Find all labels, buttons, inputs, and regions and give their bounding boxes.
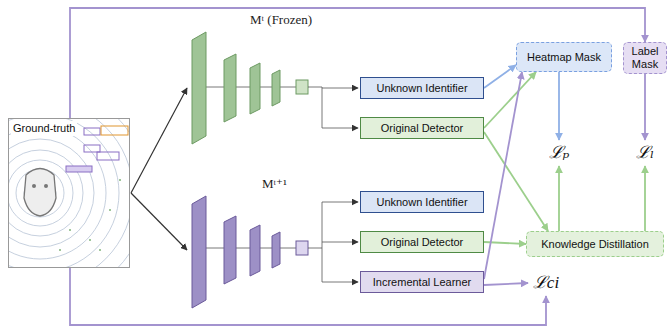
connector-arrow — [70, 268, 546, 325]
mask-box: Heatmap Mask — [516, 42, 612, 72]
mask-box: Label Mask — [623, 42, 667, 74]
process-box: Unknown Identifier — [360, 191, 484, 213]
connector-arrow — [484, 72, 536, 128]
node-text: Original Detector — [381, 236, 464, 249]
loss-term: ℒₗ — [631, 140, 659, 166]
loss-term: ℒₚ — [545, 140, 574, 166]
connector-arrow — [644, 74, 646, 140]
node-text: Unknown Identifier — [376, 196, 467, 209]
process-box: Incremental Learner — [360, 271, 484, 293]
node-text: Original Detector — [381, 122, 464, 135]
model-label: Mᵗ (Frozen) — [250, 12, 312, 28]
frozen-network — [192, 32, 358, 144]
connector-arrow — [484, 72, 522, 279]
process-box: Original Detector — [360, 231, 484, 253]
connector-arrow — [484, 132, 548, 231]
connector-arrow — [558, 72, 560, 140]
node-text: Knowledge Distillation — [541, 238, 649, 251]
loss-term: ℒci — [528, 270, 564, 296]
node-text: Unknown Identifier — [376, 82, 467, 95]
input-panel: Ground-truth — [8, 118, 130, 268]
connector-arrow — [484, 283, 528, 285]
node-text: Ground-truth — [11, 121, 77, 136]
student-network — [192, 196, 358, 308]
connector-arrow — [558, 166, 560, 231]
model-label: Mᵗ⁺¹ — [262, 176, 287, 192]
connector-arrow — [484, 65, 516, 88]
lidar-scene — [9, 119, 129, 267]
node-text: ℒₗ — [636, 143, 654, 163]
process-box: Original Detector — [360, 117, 484, 139]
node-text: Incremental Learner — [373, 276, 471, 289]
distillation-box: Knowledge Distillation — [526, 231, 664, 257]
node-text: ℒₚ — [549, 143, 570, 163]
process-box: Unknown Identifier — [360, 77, 484, 99]
node-text: ℒci — [533, 273, 559, 293]
node-text: Label Mask — [624, 45, 666, 70]
node-text: Heatmap Mask — [527, 51, 601, 64]
connector-arrow — [644, 166, 646, 231]
